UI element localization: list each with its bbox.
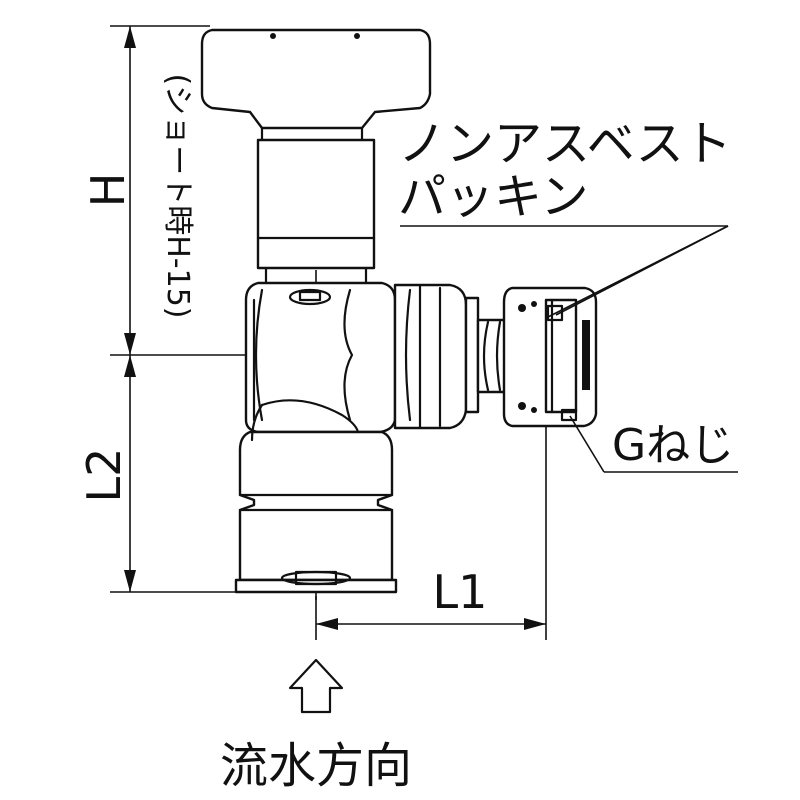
union-nut [393,283,480,430]
label-l1: L1 [433,565,488,619]
cap-nut [502,286,598,428]
label-packing-line1: ノンアスベスト [398,116,732,172]
valve-handle [200,28,432,142]
leader-g-thread [569,415,738,473]
valve-stem [256,138,376,285]
valve-inlet [234,399,398,594]
label-l2: L2 [77,448,131,503]
leader-packing [400,225,729,319]
valve-body [244,281,397,434]
label-short-note: (ショート時H-15) [160,74,195,319]
dimension-l1 [315,420,547,640]
label-flow-direction: 流水方向 [220,738,412,794]
label-packing-line2: パッキン [398,169,589,225]
flow-arrow-icon [288,658,344,714]
label-g-thread: Gねじ [612,420,734,471]
label-h: H [81,173,135,208]
